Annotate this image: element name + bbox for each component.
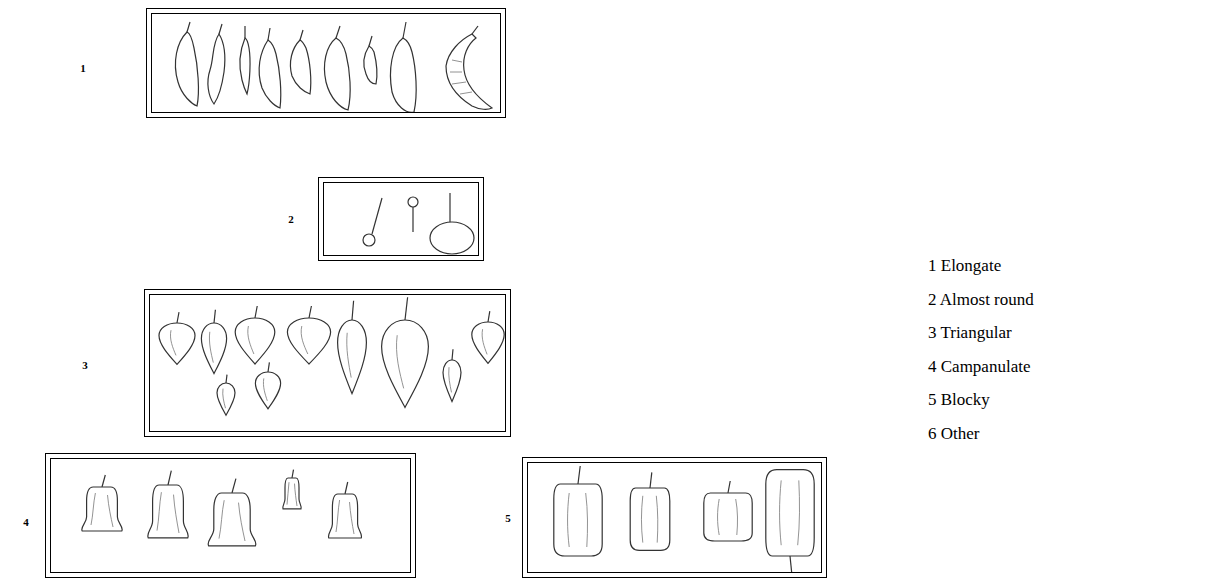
stem [412, 207, 413, 232]
blocky-pepper [704, 481, 752, 541]
campanulate-peppers [82, 470, 362, 546]
stem [219, 24, 222, 34]
stem [472, 26, 478, 34]
box-number: 2 [288, 214, 294, 225]
blocky-pepper [766, 470, 814, 578]
blocky-pepper [630, 472, 670, 550]
triangular-pepper [159, 312, 195, 364]
box-number: 4 [23, 517, 29, 528]
shape-label: 4 Campanulate [928, 358, 1030, 377]
stem [300, 30, 303, 40]
campanulate-pepper [148, 471, 188, 538]
frame-box: 1 [146, 8, 506, 118]
triangular-pepper [201, 310, 226, 374]
elongate-pepper [324, 38, 350, 110]
elongate-pepper [290, 40, 310, 94]
triangular-pepper [255, 362, 280, 408]
triangular-pepper [217, 375, 235, 416]
box-number: 5 [505, 513, 511, 524]
elongate-pepper [364, 46, 377, 84]
elongate-pepper [390, 38, 416, 112]
box-number: 1 [80, 63, 86, 74]
frame-box: 3 [144, 289, 511, 437]
stem [268, 28, 270, 40]
elongate-pepper [208, 34, 225, 104]
shape-label: 3 Triangular [928, 324, 1012, 343]
curved-pepper [446, 34, 492, 109]
elongate-pepper [175, 32, 198, 106]
shape-label: 1 Elongate [928, 257, 1001, 276]
shape-label: 5 Blocky [928, 391, 990, 410]
stem [244, 26, 245, 38]
campanulate-pepper [283, 470, 301, 509]
triangular-pepper [235, 306, 275, 364]
elongate-peppers [175, 22, 492, 112]
triangular-pepper [382, 297, 429, 407]
campanulate-pepper [328, 482, 361, 538]
campanulate-pepper [82, 475, 122, 531]
box-number: 3 [82, 360, 88, 371]
triangular-pepper [443, 349, 461, 401]
campanulate-pepper [208, 479, 256, 546]
triangular-pepper [472, 311, 504, 363]
stem [403, 22, 406, 38]
elongate-pepper [259, 40, 281, 108]
round-peppers [363, 193, 474, 254]
round-pepper [430, 222, 474, 254]
frame-box: 4 [45, 453, 416, 578]
stem [336, 26, 340, 38]
frame-box: 2 [318, 177, 484, 261]
shape-label: 6 Other [928, 425, 979, 444]
shape-label: 2 Almost round [928, 291, 1034, 310]
stem [372, 198, 382, 234]
blocky-pepper [554, 466, 602, 556]
frame-box: 5 [522, 457, 827, 578]
round-pepper [408, 197, 418, 207]
triangular-pepper [338, 301, 367, 394]
round-pepper [363, 234, 375, 246]
blocky-peppers [554, 466, 814, 578]
stem [187, 22, 190, 32]
stem [369, 36, 372, 46]
triangular-peppers [159, 297, 504, 415]
triangular-pepper [287, 306, 330, 364]
pepper-ridges [450, 60, 472, 94]
stem [449, 193, 450, 222]
elongate-pepper [240, 38, 250, 94]
